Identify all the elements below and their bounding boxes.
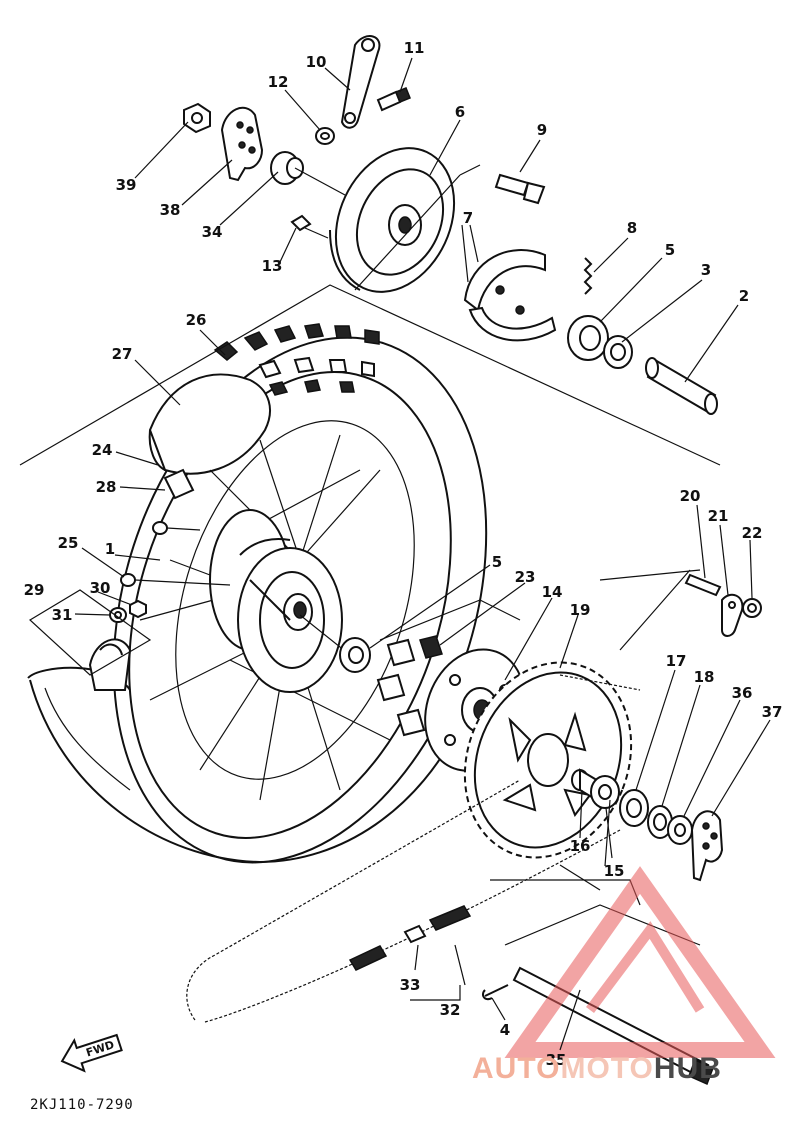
rim-tape <box>148 373 271 475</box>
nut-12 <box>315 127 335 145</box>
label-20: 20 <box>680 487 701 505</box>
label-30: 30 <box>90 579 111 597</box>
bearing-15 <box>590 775 620 809</box>
chain-joint-33 <box>348 905 472 971</box>
label-29: 29 <box>24 581 45 599</box>
label-33: 33 <box>400 976 421 994</box>
damper-23 <box>376 635 443 737</box>
label-39: 39 <box>116 176 137 194</box>
label-23: 23 <box>515 568 536 586</box>
rim-band-holder <box>88 638 132 691</box>
bolt-13 <box>290 214 329 239</box>
chain-puller-21 <box>721 593 744 637</box>
nut-39 <box>183 102 211 134</box>
label-5-top: 5 <box>665 241 675 259</box>
nipple-left <box>152 521 201 535</box>
label-28: 28 <box>96 478 117 496</box>
plate-37 <box>690 810 724 882</box>
plate-38 <box>220 106 264 182</box>
brake-arm-10 <box>340 35 381 129</box>
label-13: 13 <box>262 257 283 275</box>
label-25: 25 <box>58 534 79 552</box>
watermark-moto: MOTO <box>560 1052 654 1085</box>
label-19: 19 <box>570 601 591 619</box>
label-36: 36 <box>732 684 753 702</box>
label-11: 11 <box>404 39 425 57</box>
brake-shoes-7 <box>463 249 557 342</box>
label-35: 34 <box>202 223 223 241</box>
label-3: 3 <box>701 261 711 279</box>
label-21: 21 <box>708 507 729 525</box>
valve-28 <box>163 468 195 500</box>
label-1: 1 <box>105 540 115 558</box>
cam-shaft-9 <box>494 173 546 205</box>
label-38: 38 <box>160 201 181 219</box>
label-4: 4 <box>500 1021 510 1039</box>
label-17: 17 <box>666 652 687 670</box>
label-32: 32 <box>440 1001 461 1019</box>
label-15: 15 <box>604 862 625 880</box>
label-24: 24 <box>92 441 113 459</box>
label-31: 31 <box>52 606 73 624</box>
label-27: 27 <box>112 345 133 363</box>
label-9: 9 <box>537 121 547 139</box>
bearing-5-top <box>567 315 609 361</box>
washer-31 <box>109 607 127 623</box>
collar-36 <box>667 815 693 845</box>
watermark-text: AUTOMOTOHUB <box>472 1052 722 1086</box>
nut-22 <box>742 598 762 618</box>
fwd-arrow: FWD <box>60 1033 123 1073</box>
label-16: 16 <box>570 837 591 855</box>
callout-labels: 39 38 34 10 11 12 6 9 7 8 5 3 2 13 26 27… <box>24 39 783 1069</box>
cotter-pin-4 <box>482 984 509 1001</box>
watermark-hub: HUB <box>653 1052 722 1085</box>
label-10: 10 <box>306 53 327 71</box>
brake-shoe-plate-6 <box>329 147 456 293</box>
label-26: 26 <box>186 311 207 329</box>
watermark-auto: AUTO <box>472 1052 561 1085</box>
nut-30 <box>129 599 147 619</box>
label-34: 35 <box>546 1051 567 1069</box>
label-18: 18 <box>694 668 715 686</box>
label-7: 7 <box>463 209 473 227</box>
bolt-11 <box>376 87 411 112</box>
hub <box>209 509 343 693</box>
sprocket-19 <box>463 661 633 859</box>
label-22: 22 <box>742 524 763 542</box>
oil-seal-17 <box>619 789 649 827</box>
nipple-25 <box>120 573 231 587</box>
collar-35 <box>270 151 346 196</box>
part-code: 2KJ110-7290 <box>30 1097 134 1113</box>
label-8: 8 <box>627 219 637 237</box>
label-37: 37 <box>762 703 783 721</box>
label-6: 6 <box>455 103 465 121</box>
adjust-bolt-20 <box>684 573 722 597</box>
bearing-5-lower <box>339 637 371 673</box>
tire-tread <box>213 323 380 396</box>
oil-seal-3 <box>603 335 633 369</box>
label-14: 14 <box>542 583 563 601</box>
label-12: 12 <box>268 73 289 91</box>
label-5-lower: 5 <box>492 553 502 571</box>
tire <box>27 323 488 864</box>
label-2: 2 <box>739 287 749 305</box>
leader-lines <box>74 57 771 1051</box>
drive-chain <box>186 674 641 1023</box>
spring-8 <box>583 257 593 295</box>
watermark-logo <box>504 866 776 1058</box>
spacer-2 <box>645 357 718 415</box>
